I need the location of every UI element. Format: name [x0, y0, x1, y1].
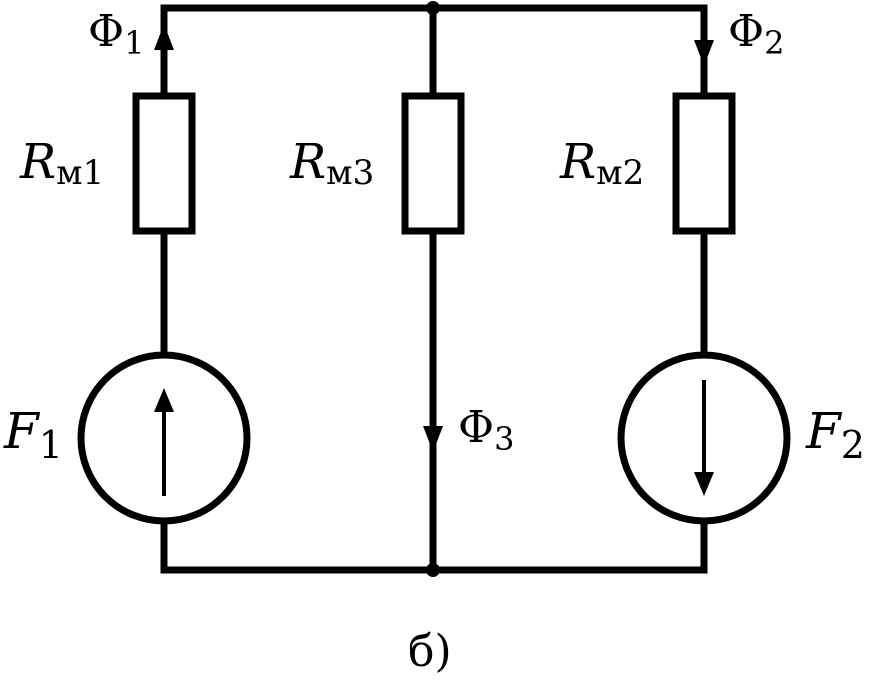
- label-f1: F1: [3, 402, 63, 467]
- resistor-rm3: [401, 92, 465, 235]
- source-f1-arrow-icon: [154, 388, 174, 496]
- label-rm1: Rм1: [19, 134, 104, 193]
- junction-top: [426, 1, 440, 15]
- phi1-arrow-icon: [154, 24, 174, 50]
- source-f2-arrow-icon: [694, 380, 714, 496]
- resistor-rm1: [132, 92, 196, 235]
- figure-caption: б): [408, 626, 452, 677]
- junction-bottom: [426, 563, 440, 577]
- wires: [160, 4, 708, 574]
- phi2-arrow-icon: [694, 40, 714, 66]
- label-phi2: Φ2: [728, 6, 784, 62]
- resistor-rm2: [672, 92, 736, 235]
- phi3-arrow-icon: [423, 426, 443, 452]
- label-phi1: Φ1: [88, 6, 144, 62]
- label-rm2: Rм2: [559, 134, 644, 193]
- label-phi3: Φ3: [458, 402, 514, 458]
- label-rm3: Rм3: [289, 134, 374, 193]
- label-f2: F2: [805, 402, 865, 467]
